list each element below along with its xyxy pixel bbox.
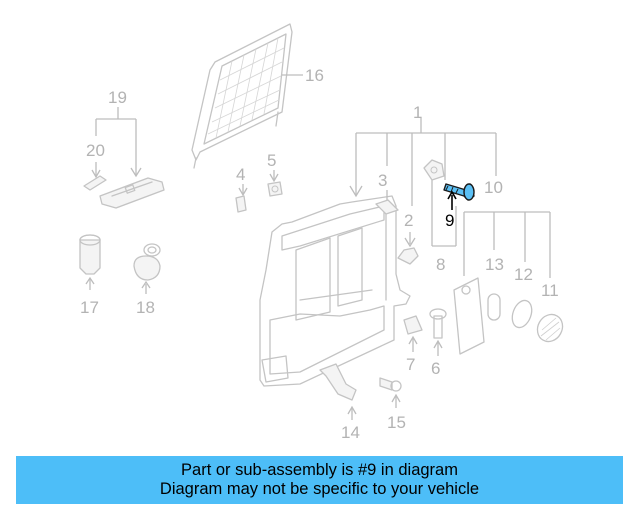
callout-17: 17: [80, 298, 99, 317]
callout-14: 14: [341, 423, 360, 442]
part-4: [235, 184, 248, 213]
callout-2: 2: [404, 211, 413, 230]
callout-13: 13: [485, 255, 504, 274]
banner-line-1: Part or sub-assembly is #9 in diagram: [181, 461, 458, 479]
diagram-notice-banner: Part or sub-assembly is #9 in diagram Di…: [16, 456, 623, 504]
quarter-trim-panel: [259, 195, 411, 387]
part-11: [536, 313, 564, 343]
highlighted-bolt-part-9: [443, 183, 475, 201]
part-19-rail: [99, 177, 165, 209]
leader-10: [463, 211, 551, 278]
parts-diagram: 1 2 3 4 5 6 7 8 9 10 11 12 13 14 15 16 1…: [79, 23, 564, 442]
leader-8: [423, 159, 457, 247]
leader-19: [95, 107, 142, 178]
callout-12: 12: [514, 265, 533, 284]
callout-8: 8: [436, 255, 445, 274]
callout-11: 11: [541, 281, 559, 300]
part-18: [133, 243, 161, 294]
part-20: [83, 162, 107, 191]
pad-part-10: [453, 277, 485, 355]
pad-hole: [461, 285, 471, 295]
cargo-net-part: [191, 23, 293, 169]
callout-10: 10: [484, 178, 503, 197]
callout-3: 3: [378, 171, 387, 190]
callout-15: 15: [387, 413, 406, 432]
part-13: [487, 293, 501, 321]
callout-6: 6: [431, 359, 440, 378]
callout-4: 4: [236, 165, 245, 184]
callout-20: 20: [86, 141, 105, 160]
part-12: [511, 299, 533, 329]
callout-19: 19: [108, 88, 127, 107]
part-5: [267, 170, 283, 197]
callout-18: 18: [136, 298, 155, 317]
callout-5: 5: [267, 151, 276, 170]
clip-part-2: [397, 232, 419, 265]
callout-9: 9: [445, 211, 454, 230]
part-7: [403, 315, 423, 352]
part-15: [379, 377, 402, 408]
callout-7: 7: [406, 355, 415, 374]
part-17: [79, 234, 101, 290]
leader-1: [349, 118, 497, 206]
part-6: [429, 308, 447, 356]
callout-16: 16: [305, 66, 324, 85]
banner-line-2: Diagram may not be specific to your vehi…: [159, 480, 480, 498]
clip-part-3: [375, 190, 399, 215]
callout-1: 1: [413, 103, 422, 122]
part-14: [319, 363, 357, 420]
